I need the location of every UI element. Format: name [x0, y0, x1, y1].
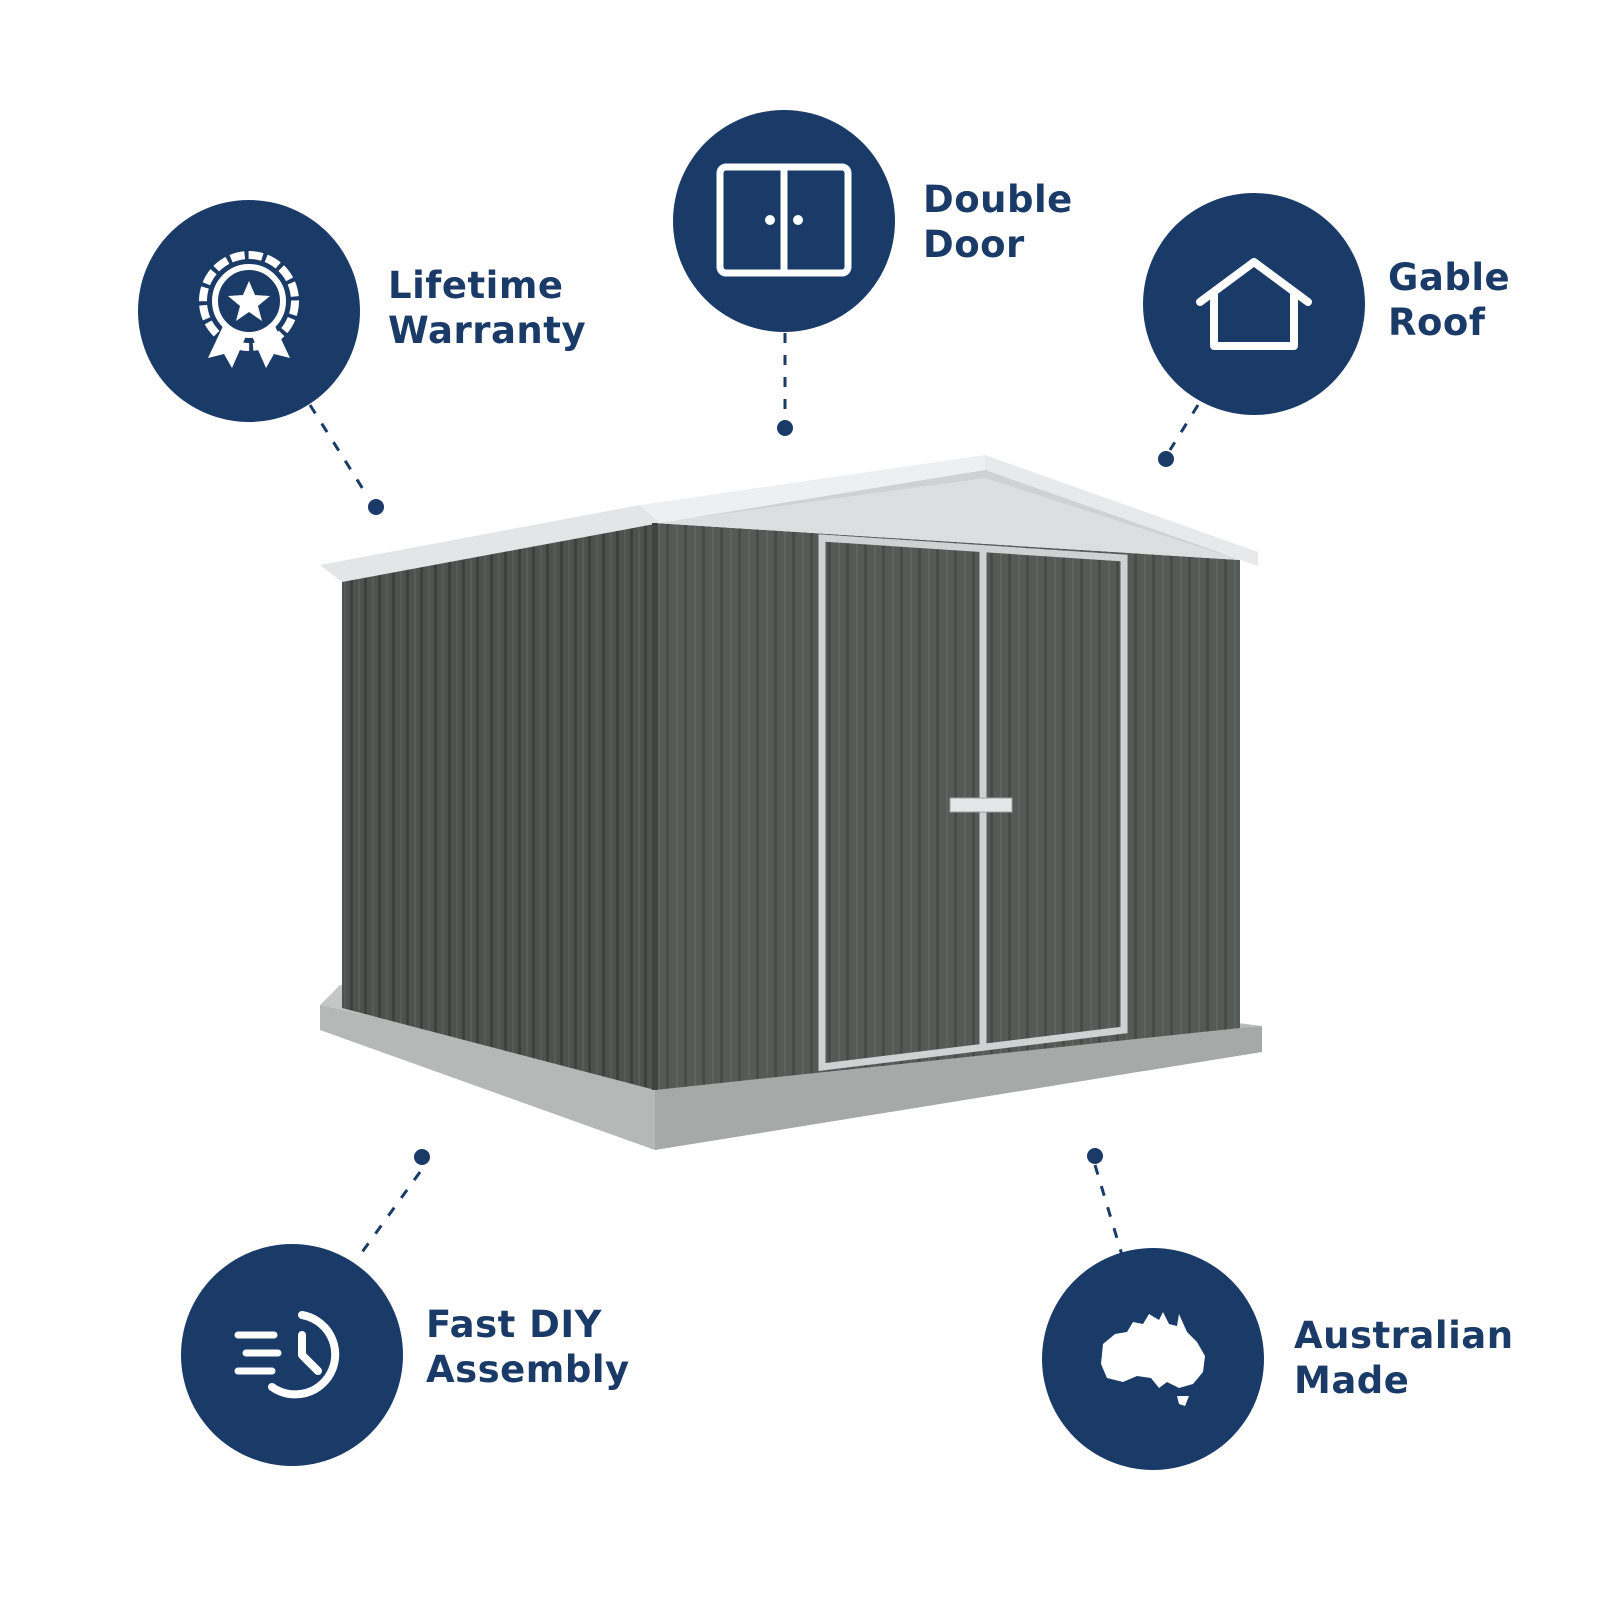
- connector-assembly: [358, 1171, 422, 1256]
- shed-roof-left: [320, 505, 660, 582]
- connector-dot-door: [777, 420, 793, 436]
- house-gable-icon: [1194, 254, 1314, 354]
- door-frame: [818, 534, 1128, 1071]
- gable-roof-badge: [1143, 193, 1365, 415]
- lifetime-warranty-label: Lifetime Warranty: [388, 264, 587, 352]
- fast-diy-assembly-label: Fast DIY Assembly: [426, 1303, 630, 1391]
- door-handle: [949, 797, 1013, 813]
- shed-left-wall: [342, 523, 655, 1090]
- award-ribbon-star-icon: [194, 246, 304, 376]
- shed-roof-trim-left: [640, 455, 985, 523]
- double-door-badge: [673, 110, 895, 332]
- australian-made-badge: [1042, 1248, 1264, 1470]
- shed-roof-trim-right: [985, 455, 1258, 566]
- shed-gable-shade: [655, 478, 1240, 560]
- shed-corner: [652, 523, 658, 1090]
- australian-made-label: Australian Made: [1294, 1314, 1514, 1402]
- fast-clock-icon: [232, 1305, 352, 1405]
- connector-roof: [1168, 404, 1200, 451]
- connector-dot-australia: [1087, 1148, 1103, 1164]
- connector-dot-warranty: [368, 499, 384, 515]
- connector-australia: [1093, 1164, 1124, 1256]
- connector-dot-assembly: [414, 1149, 430, 1165]
- double-door-icon: [714, 161, 854, 281]
- gable-roof-label: Gable Roof: [1388, 256, 1511, 344]
- connector-dot-roof: [1158, 451, 1174, 467]
- lifetime-warranty-badge: [138, 200, 360, 422]
- concrete-base-left-edge: [320, 1005, 655, 1150]
- concrete-base-front-edge: [655, 1026, 1262, 1150]
- fast-diy-assembly-badge: [181, 1244, 403, 1466]
- connector-warranty: [308, 404, 370, 498]
- australia-map-icon: [1093, 1304, 1213, 1414]
- double-door-label: Double Door: [923, 178, 1073, 266]
- shed-front-wall: [655, 523, 1240, 1090]
